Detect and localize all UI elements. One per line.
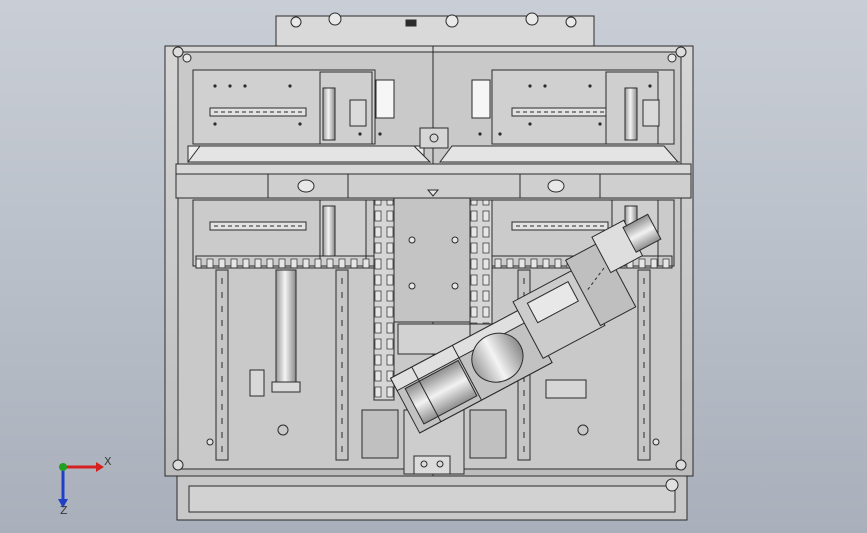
upper-right-slide-module bbox=[419, 69, 680, 163]
upper-left-slide-module bbox=[187, 69, 432, 163]
z-axis-label: Z bbox=[60, 504, 68, 517]
robot-gripper-arm[interactable] bbox=[376, 209, 688, 434]
y-axis-origin-dot bbox=[59, 463, 67, 471]
z-axis-arrow bbox=[58, 467, 68, 508]
x-axis-label: X bbox=[104, 455, 112, 468]
bottom-base-frame bbox=[176, 475, 688, 521]
lower-left-slide-module bbox=[192, 199, 377, 461]
central-cable-chain bbox=[361, 197, 507, 475]
x-axis-arrow bbox=[63, 462, 104, 472]
top-header-plate bbox=[275, 12, 595, 47]
middle-crossbar bbox=[175, 163, 692, 199]
